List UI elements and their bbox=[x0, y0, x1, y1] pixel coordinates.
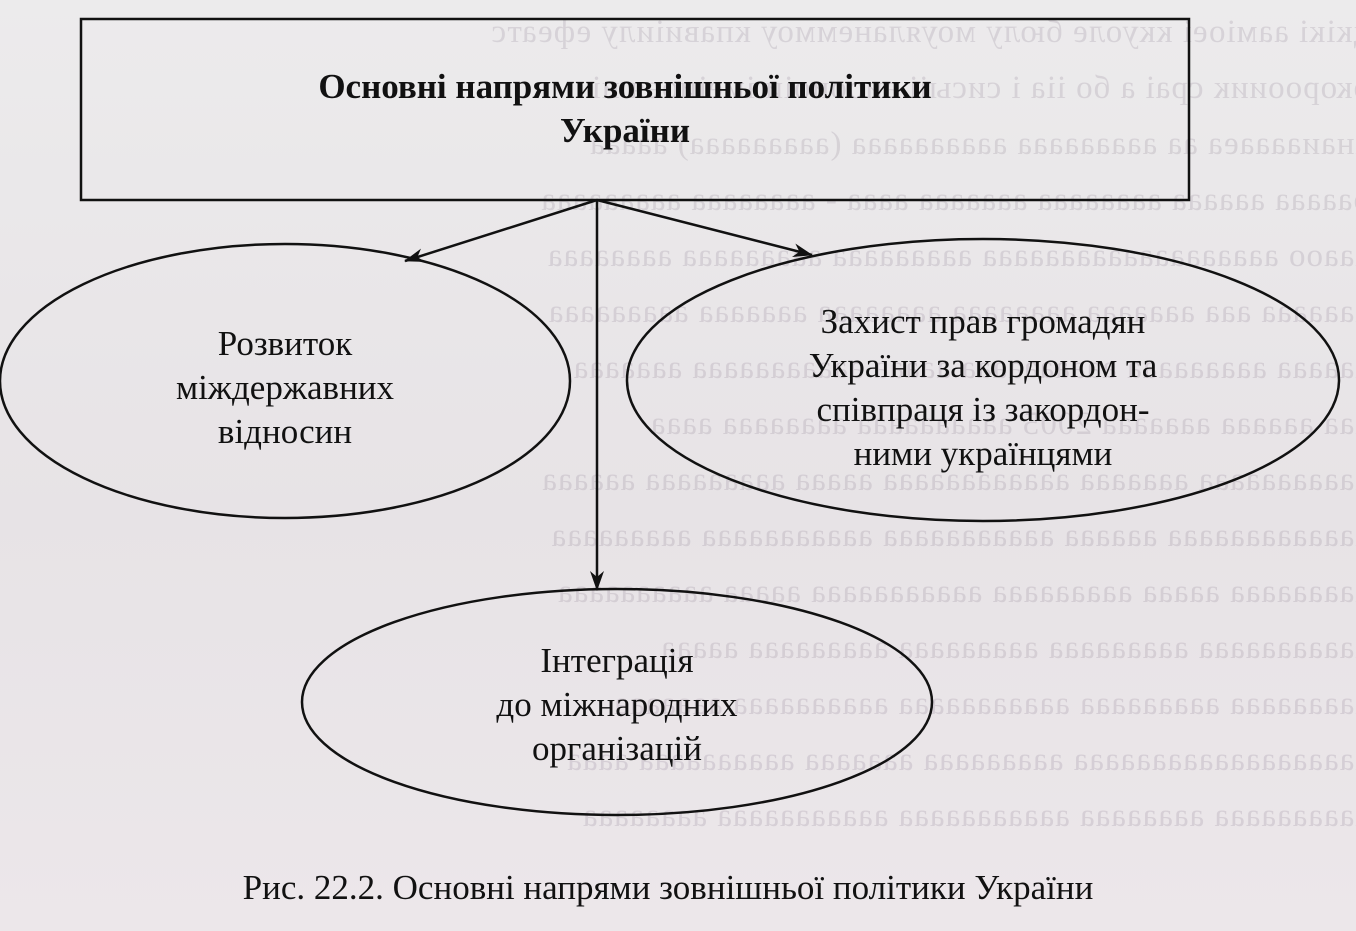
node-right-line-2: України за кордоном та bbox=[809, 346, 1158, 385]
node-right-line-3: співпраця із закордон- bbox=[817, 390, 1150, 429]
node-bottom-line-1: Інтеграція bbox=[540, 641, 693, 680]
node-bottom-line-2: до міжнародних bbox=[496, 685, 738, 724]
connector-arrows bbox=[404, 198, 813, 591]
arrow-to-left-node bbox=[404, 198, 598, 263]
title-line-1: Основні напрями зовнішньої політики bbox=[318, 67, 931, 106]
node-right-line-1: Захист прав громадян bbox=[821, 302, 1146, 341]
node-right-line-4: ними українцями bbox=[854, 434, 1113, 473]
figure-caption: Рис. 22.2. Основні напрями зовнішньої по… bbox=[0, 868, 1356, 908]
node-bottom-line-3: організацій bbox=[532, 729, 702, 768]
foreign-policy-diagram: Основні напрями зовнішньої політики Укра… bbox=[0, 17, 1341, 817]
arrow-to-right-node bbox=[596, 198, 813, 258]
node-international-integration: Інтеграція до міжнародних організацій bbox=[300, 587, 934, 817]
figure-caption-text: Рис. 22.2. Основні напрями зовнішньої по… bbox=[242, 868, 1094, 907]
node-left-line-2: міждержавних bbox=[176, 368, 395, 407]
node-citizens-protection: Захист прав громадян України за кордоном… bbox=[625, 237, 1341, 523]
node-left-line-3: відносин bbox=[218, 412, 352, 451]
node-left-line-1: Розвиток bbox=[218, 324, 354, 363]
title-line-2: України bbox=[560, 111, 690, 150]
title-box: Основні напрями зовнішньої політики Укра… bbox=[79, 17, 1191, 202]
node-interstate-relations: Розвиток міждержавних відносин bbox=[0, 242, 572, 520]
